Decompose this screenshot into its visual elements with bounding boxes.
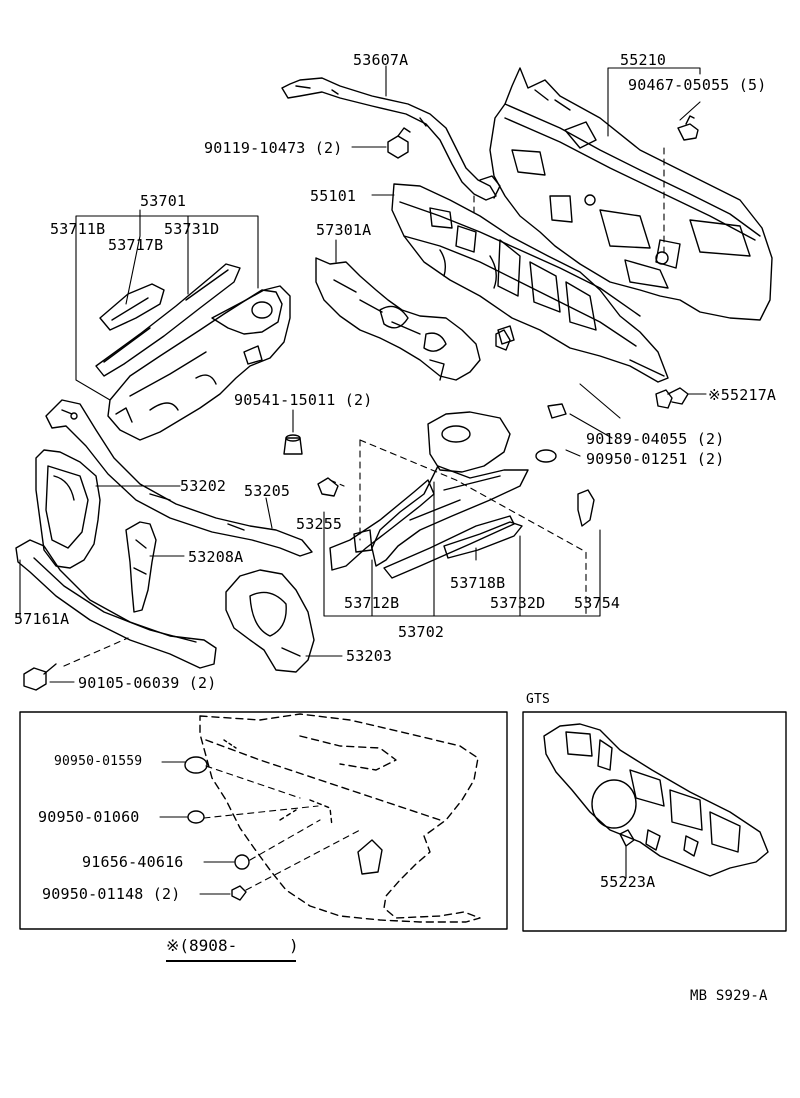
bracket-53208A — [125, 521, 157, 613]
member-53732D — [383, 515, 515, 579]
label-gts: GTS — [526, 692, 551, 707]
member-53718B — [443, 521, 523, 559]
bolt-90189-04055 — [547, 403, 567, 419]
label-90119-10473: 90119-10473 (2) — [204, 139, 343, 157]
label-55210: 55210 — [620, 51, 667, 69]
date-note-close: ) — [289, 936, 299, 955]
dashed-lines — [63, 147, 665, 667]
label-53702: 53702 — [398, 623, 445, 641]
radiator-support-53202 — [35, 449, 101, 569]
leader-lines — [19, 65, 707, 683]
grommet-91656-40616 — [234, 854, 250, 870]
label-53202: 53202 — [180, 477, 227, 495]
label-57161A: 57161A — [14, 610, 70, 628]
apron-53731D — [95, 263, 241, 377]
label-53701: 53701 — [140, 192, 187, 210]
lower-member-57161A — [15, 539, 217, 669]
figure-code: MB S929-A — [690, 988, 768, 1004]
label-53208A: 53208A — [188, 548, 244, 566]
inset-box-left — [19, 711, 508, 930]
date-note: ※(8908- — [166, 936, 238, 955]
label-53205: 53205 — [244, 482, 291, 500]
label-57301A: 57301A — [316, 221, 372, 239]
label-55223A: 55223A — [600, 873, 656, 891]
label-90950-01251: 90950-01251 (2) — [586, 450, 725, 468]
label-55217A: ※55217A — [708, 386, 777, 404]
inset-box-gts — [522, 711, 787, 932]
crossmember-53205 — [45, 399, 313, 557]
apron-53701 — [107, 285, 291, 441]
date-note-underline — [166, 960, 296, 962]
bracket-53255 — [317, 477, 339, 497]
dash-panel-55210 — [489, 67, 773, 321]
bolt-90467-05055 — [677, 115, 699, 141]
panel-53203 — [225, 569, 315, 673]
bracket-53754 — [577, 489, 595, 527]
label-53732D: 53732D — [490, 594, 546, 612]
strut-53607A — [281, 77, 501, 201]
label-53607A: 53607A — [353, 51, 409, 69]
label-90950-01559: 90950-01559 — [54, 754, 143, 769]
bolt-90119-10473 — [387, 127, 411, 159]
grommet-90541-15011 — [283, 434, 303, 455]
label-90950-01060: 90950-01060 — [38, 808, 140, 826]
label-55101: 55101 — [310, 187, 357, 205]
clip-55217A — [655, 387, 689, 409]
label-53718B: 53718B — [450, 574, 506, 592]
apron-53711B — [99, 283, 165, 331]
label-90105-06039: 90105-06039 (2) — [78, 674, 217, 692]
label-53203: 53203 — [346, 647, 393, 665]
label-53711B: 53711B — [50, 220, 106, 238]
label-53754: 53754 — [574, 594, 621, 612]
label-90189-04055: 90189-04055 (2) — [586, 430, 725, 448]
bolt-90105-06039 — [23, 663, 57, 691]
label-53731D: 53731D — [164, 220, 220, 238]
label-90541-15011: 90541-15011 (2) — [234, 391, 373, 409]
part-57301A — [315, 257, 481, 381]
plug-90950-01148 — [231, 885, 247, 901]
side-member-53702 — [329, 411, 529, 571]
plug-90950-01251 — [535, 449, 557, 463]
label-53255: 53255 — [296, 515, 343, 533]
clip-55101 — [495, 329, 511, 351]
plug-90950-01060 — [187, 810, 205, 824]
label-90950-01148: 90950-01148 (2) — [42, 885, 181, 903]
label-91656-40616: 91656-40616 — [82, 853, 184, 871]
plug-90950-01559 — [184, 756, 208, 774]
label-53712B: 53712B — [344, 594, 400, 612]
label-90467-05055: 90467-05055 (5) — [628, 76, 767, 94]
cowl-panel-55101 — [391, 183, 669, 383]
label-53717B: 53717B — [108, 236, 164, 254]
